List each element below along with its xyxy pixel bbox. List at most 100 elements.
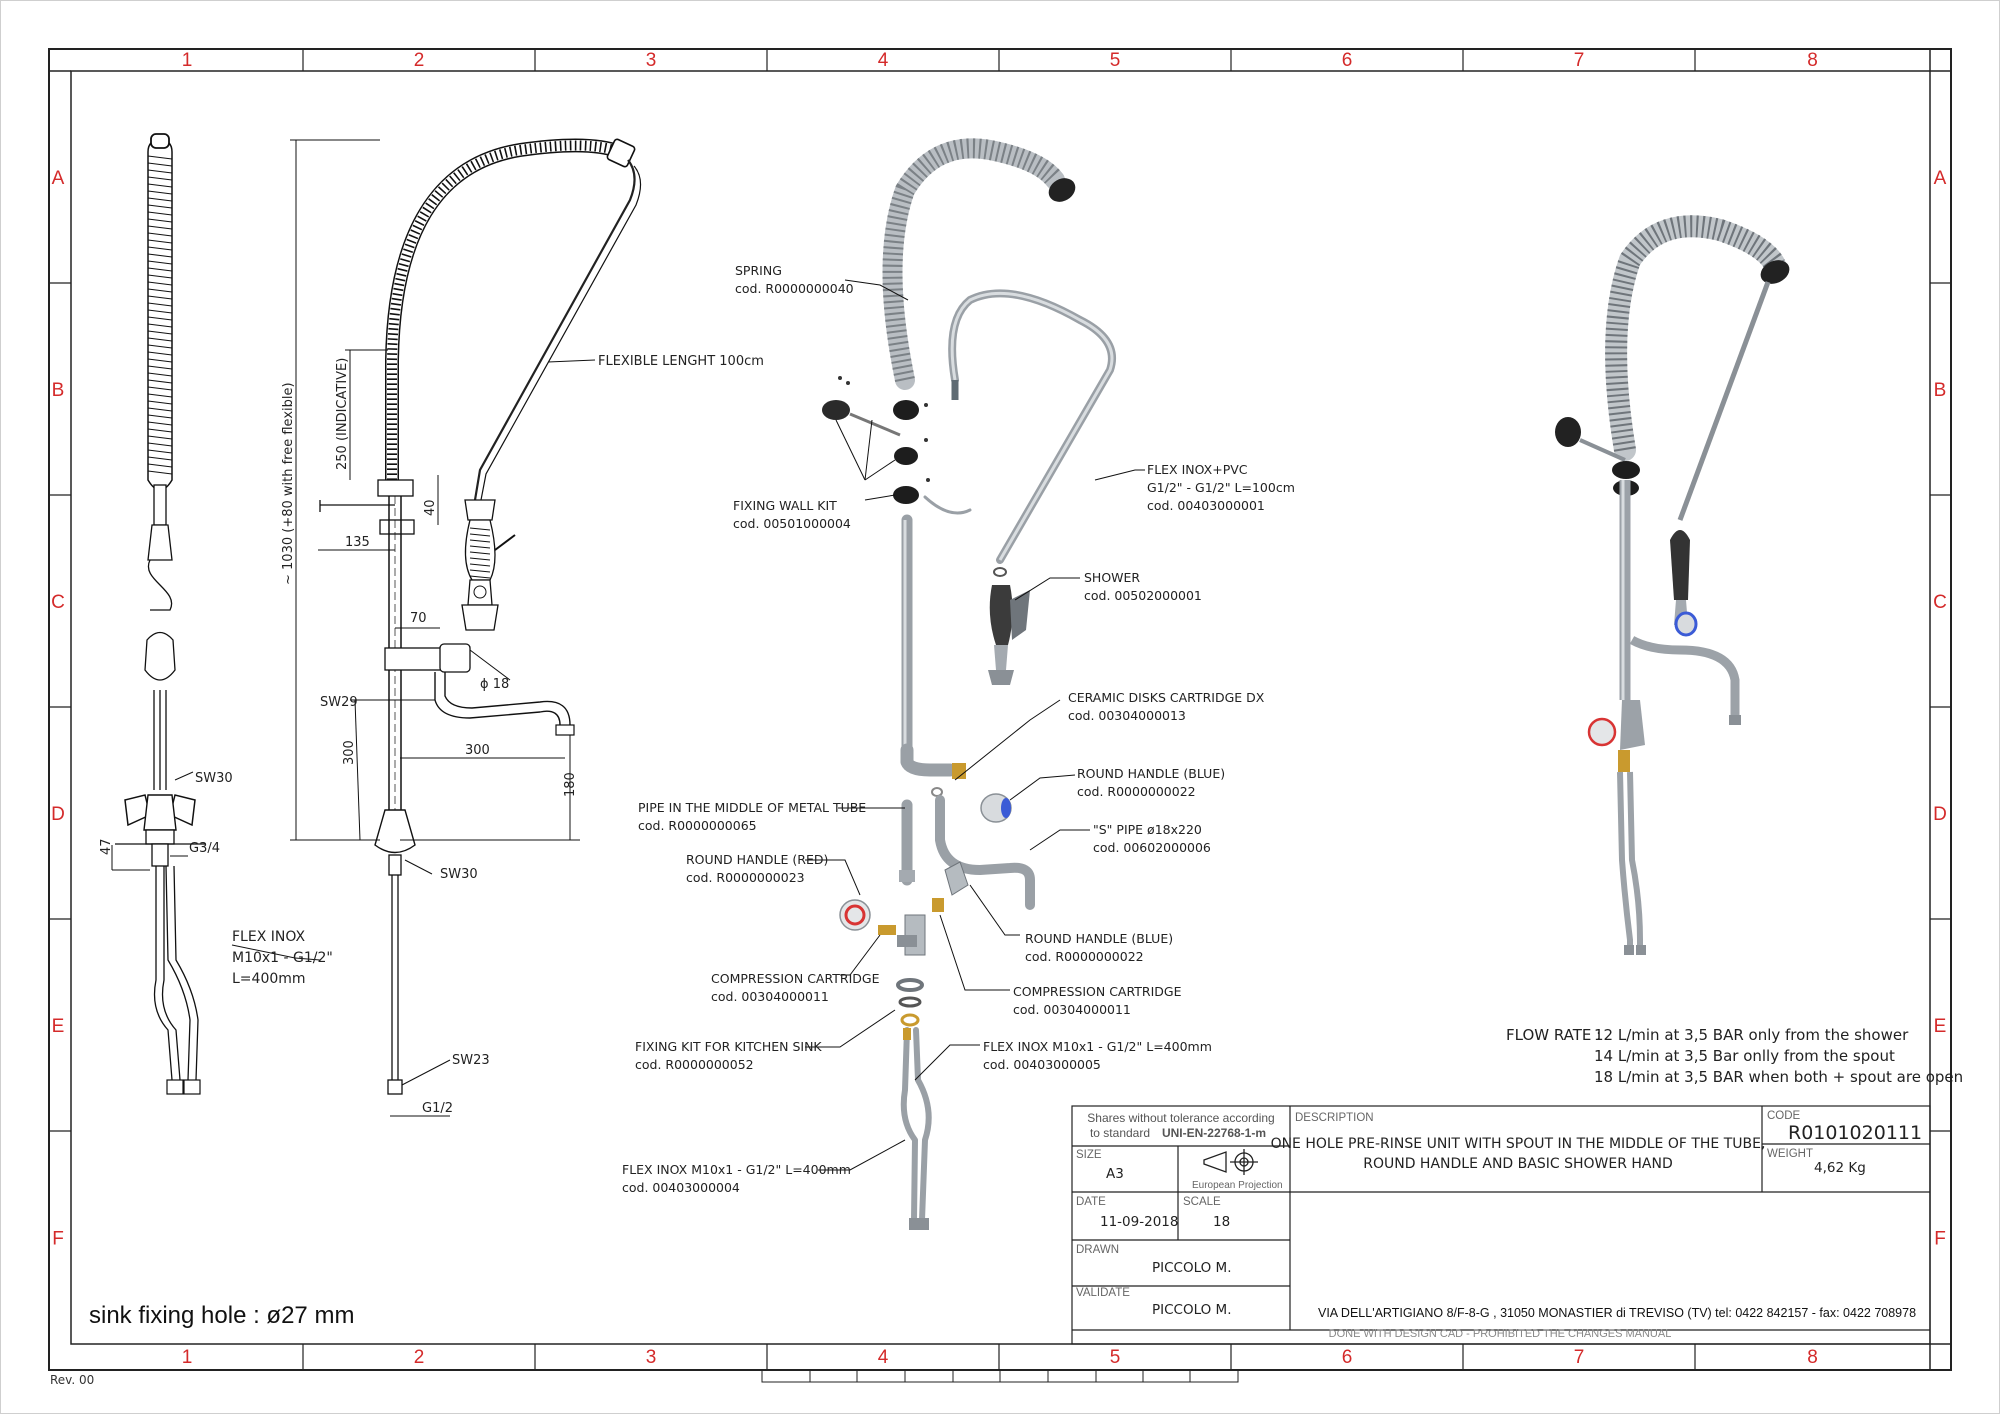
spring-turn [147, 295, 173, 300]
tb-standard-code: UNI-EN-22768-1-m [1162, 1126, 1266, 1140]
revision-boxes [761, 1369, 1239, 1383]
zone-column-label: 3 [646, 1347, 657, 1368]
flow-rate-line-2: 14 L/min at 3,5 Bar onlly from the spout [1594, 1047, 1895, 1065]
part-flex-inox-right-code: cod. 00403000005 [983, 1057, 1101, 1072]
part-flex-inox-right-name: FLEX INOX M10x1 - G1/2" L=400mm [983, 1039, 1212, 1054]
side-flex-line2: M10x1 - G1/2" [232, 950, 333, 966]
zone-ticks [49, 49, 1951, 1370]
spring-turn [147, 463, 173, 468]
spring-turn [147, 274, 173, 279]
zone-row-label: B [1934, 380, 1947, 401]
part-flex-inox-left-name: FLEX INOX M10x1 - G1/2" L=400mm [622, 1162, 851, 1177]
spring-turn [147, 323, 173, 328]
zone-row-label: D [51, 804, 65, 825]
front-dim-40: 40 [423, 499, 438, 516]
spring-turn [147, 169, 173, 174]
side-spring-turns [147, 155, 173, 475]
spring-turn [147, 281, 173, 286]
part-spring-name: SPRING [735, 263, 782, 278]
spring-turn [147, 358, 173, 363]
part-pipe-middle-code: cod. R0000000065 [638, 818, 757, 833]
part-handle-blue-name: ROUND HANDLE (BLUE) [1077, 766, 1225, 781]
zone-row-label: C [51, 592, 65, 613]
part-pipe-middle-name: PIPE IN THE MIDDLE OF METAL TUBE [638, 800, 866, 815]
zone-row-label: E [1934, 1016, 1947, 1037]
zone-column-label: 5 [1110, 50, 1121, 71]
zone-column-label: 3 [646, 50, 657, 71]
tb-standard-line2-prefix: to standard [1090, 1126, 1150, 1140]
front-phi-18: ϕ 18 [480, 677, 509, 692]
tb-validate-label: VALIDATE [1076, 1287, 1130, 1299]
part-handle-blue-lower-code: cod. R0000000022 [1025, 949, 1144, 964]
zone-row-label: E [52, 1016, 65, 1037]
spring-turn [147, 316, 173, 321]
tb-code-value: R0101020111 [1788, 1122, 1922, 1144]
zone-row-label: F [52, 1229, 64, 1250]
spring-turn [147, 246, 173, 251]
part-compression-left-code: cod. 00304000011 [711, 989, 829, 1004]
zone-column-label: 1 [182, 1347, 193, 1368]
spring-turn [147, 365, 173, 370]
part-compression-left-name: COMPRESSION CARTRIDGE [711, 971, 880, 986]
spring-turn [147, 449, 173, 454]
tb-weight-label: WEIGHT [1767, 1148, 1813, 1160]
tb-date-label: DATE [1076, 1196, 1106, 1208]
zone-column-label: 6 [1342, 50, 1353, 71]
part-s-pipe-name: "S" PIPE ø18x220 [1093, 822, 1202, 837]
shower-grip-ribs [469, 527, 491, 579]
spring-turn [147, 197, 173, 202]
grip-rib [469, 551, 491, 555]
spring-turn [147, 393, 173, 398]
spring-turn [147, 232, 173, 237]
tb-footer: DONE WITH DESIGN CAD - PROHIBITED THE CH… [1329, 1328, 1672, 1340]
spring-turn [147, 162, 173, 167]
flow-rate-label: FLOW RATE : [1506, 1026, 1601, 1044]
grip-rib [469, 575, 491, 579]
spring-turn [147, 435, 173, 440]
spring-turn [147, 267, 173, 272]
spring-turn [147, 386, 173, 391]
part-shower-code: cod. 00502000001 [1084, 588, 1202, 603]
part-cartridge-dx-name: CERAMIC DISKS CARTRIDGE DX [1068, 690, 1265, 705]
part-handle-red-name: ROUND HANDLE (RED) [686, 852, 828, 867]
tb-projection-label: European Projection [1192, 1180, 1283, 1191]
front-sw30-label: SW30 [440, 867, 478, 882]
tb-description-line1: ONE HOLE PRE-RINSE UNIT WITH SPOUT IN TH… [1271, 1136, 1766, 1152]
part-cartridge-dx-code: cod. 00304000013 [1068, 708, 1186, 723]
part-handle-blue-lower-name: ROUND HANDLE (BLUE) [1025, 931, 1173, 946]
tb-standard-line1: Shares without tolerance according [1087, 1111, 1274, 1125]
front-view: ~ 1030 (+80 with free flexible) 250 (IND… [281, 138, 764, 1117]
front-dim-70: 70 [410, 611, 427, 626]
spring-turn [147, 309, 173, 314]
spring-turn [147, 183, 173, 188]
front-sw23-label: SW23 [452, 1053, 490, 1068]
zone-column-label: 1 [182, 50, 193, 71]
side-flex-line1: FLEX INOX [232, 929, 305, 945]
flow-rate-line-3: 18 L/min at 3,5 BAR when both + spout ar… [1594, 1068, 1963, 1086]
spring-turn [147, 288, 173, 293]
front-dim-135: 135 [345, 535, 370, 550]
zone-column-label: 4 [878, 1347, 889, 1368]
tb-drawn-value: PICCOLO M. [1152, 1260, 1232, 1276]
front-dim-180: 180 [563, 772, 578, 797]
front-flexible-length-label: FLEXIBLE LENGHT 100cm [598, 354, 764, 369]
spring-turn [147, 330, 173, 335]
part-sink-kit-name: FIXING KIT FOR KITCHEN SINK [635, 1039, 822, 1054]
zone-column-label: 5 [1110, 1347, 1121, 1368]
tb-size-value: A3 [1106, 1166, 1124, 1182]
spring-turn [147, 204, 173, 209]
part-flex-inox-left-code: cod. 00403000004 [622, 1180, 740, 1195]
zone-row-label: C [1933, 592, 1947, 613]
spring-turn [147, 253, 173, 258]
zone-column-label: 7 [1574, 1347, 1585, 1368]
tb-address: VIA DELL'ARTIGIANO 8/F-8-G , 31050 MONAS… [1318, 1306, 1916, 1320]
part-shower-name: SHOWER [1084, 570, 1140, 585]
tb-validate-value: PICCOLO M. [1152, 1302, 1232, 1318]
part-compression-right-code: cod. 00304000011 [1013, 1002, 1131, 1017]
tb-size-label: SIZE [1076, 1149, 1102, 1161]
spring-turn [147, 372, 173, 377]
front-sw29-label: SW29 [320, 695, 358, 710]
side-sw30-label: SW30 [195, 771, 233, 786]
